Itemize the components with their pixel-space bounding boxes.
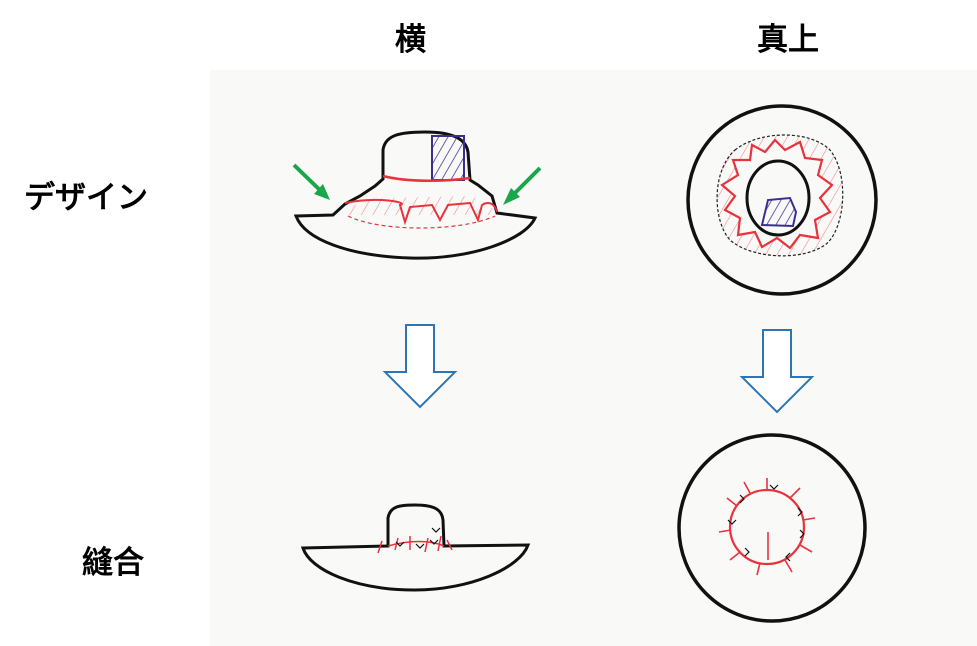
row-label-design: デザイン: [24, 180, 148, 216]
sketch-paper: [210, 70, 977, 646]
hat-top-sutured: [677, 433, 867, 623]
green-arrow-left: [292, 163, 330, 200]
hat-side-design: [293, 130, 538, 260]
column-label-side: 横: [395, 22, 426, 58]
column-label-top: 真上: [757, 22, 819, 58]
hat-top-design: [686, 104, 878, 296]
flow-arrow-top: [739, 329, 815, 414]
row-label-suture: 縫合: [82, 545, 144, 581]
flow-arrow-side: [382, 324, 458, 409]
green-arrow-right: [503, 166, 542, 205]
hat-side-sutured: [300, 503, 531, 592]
